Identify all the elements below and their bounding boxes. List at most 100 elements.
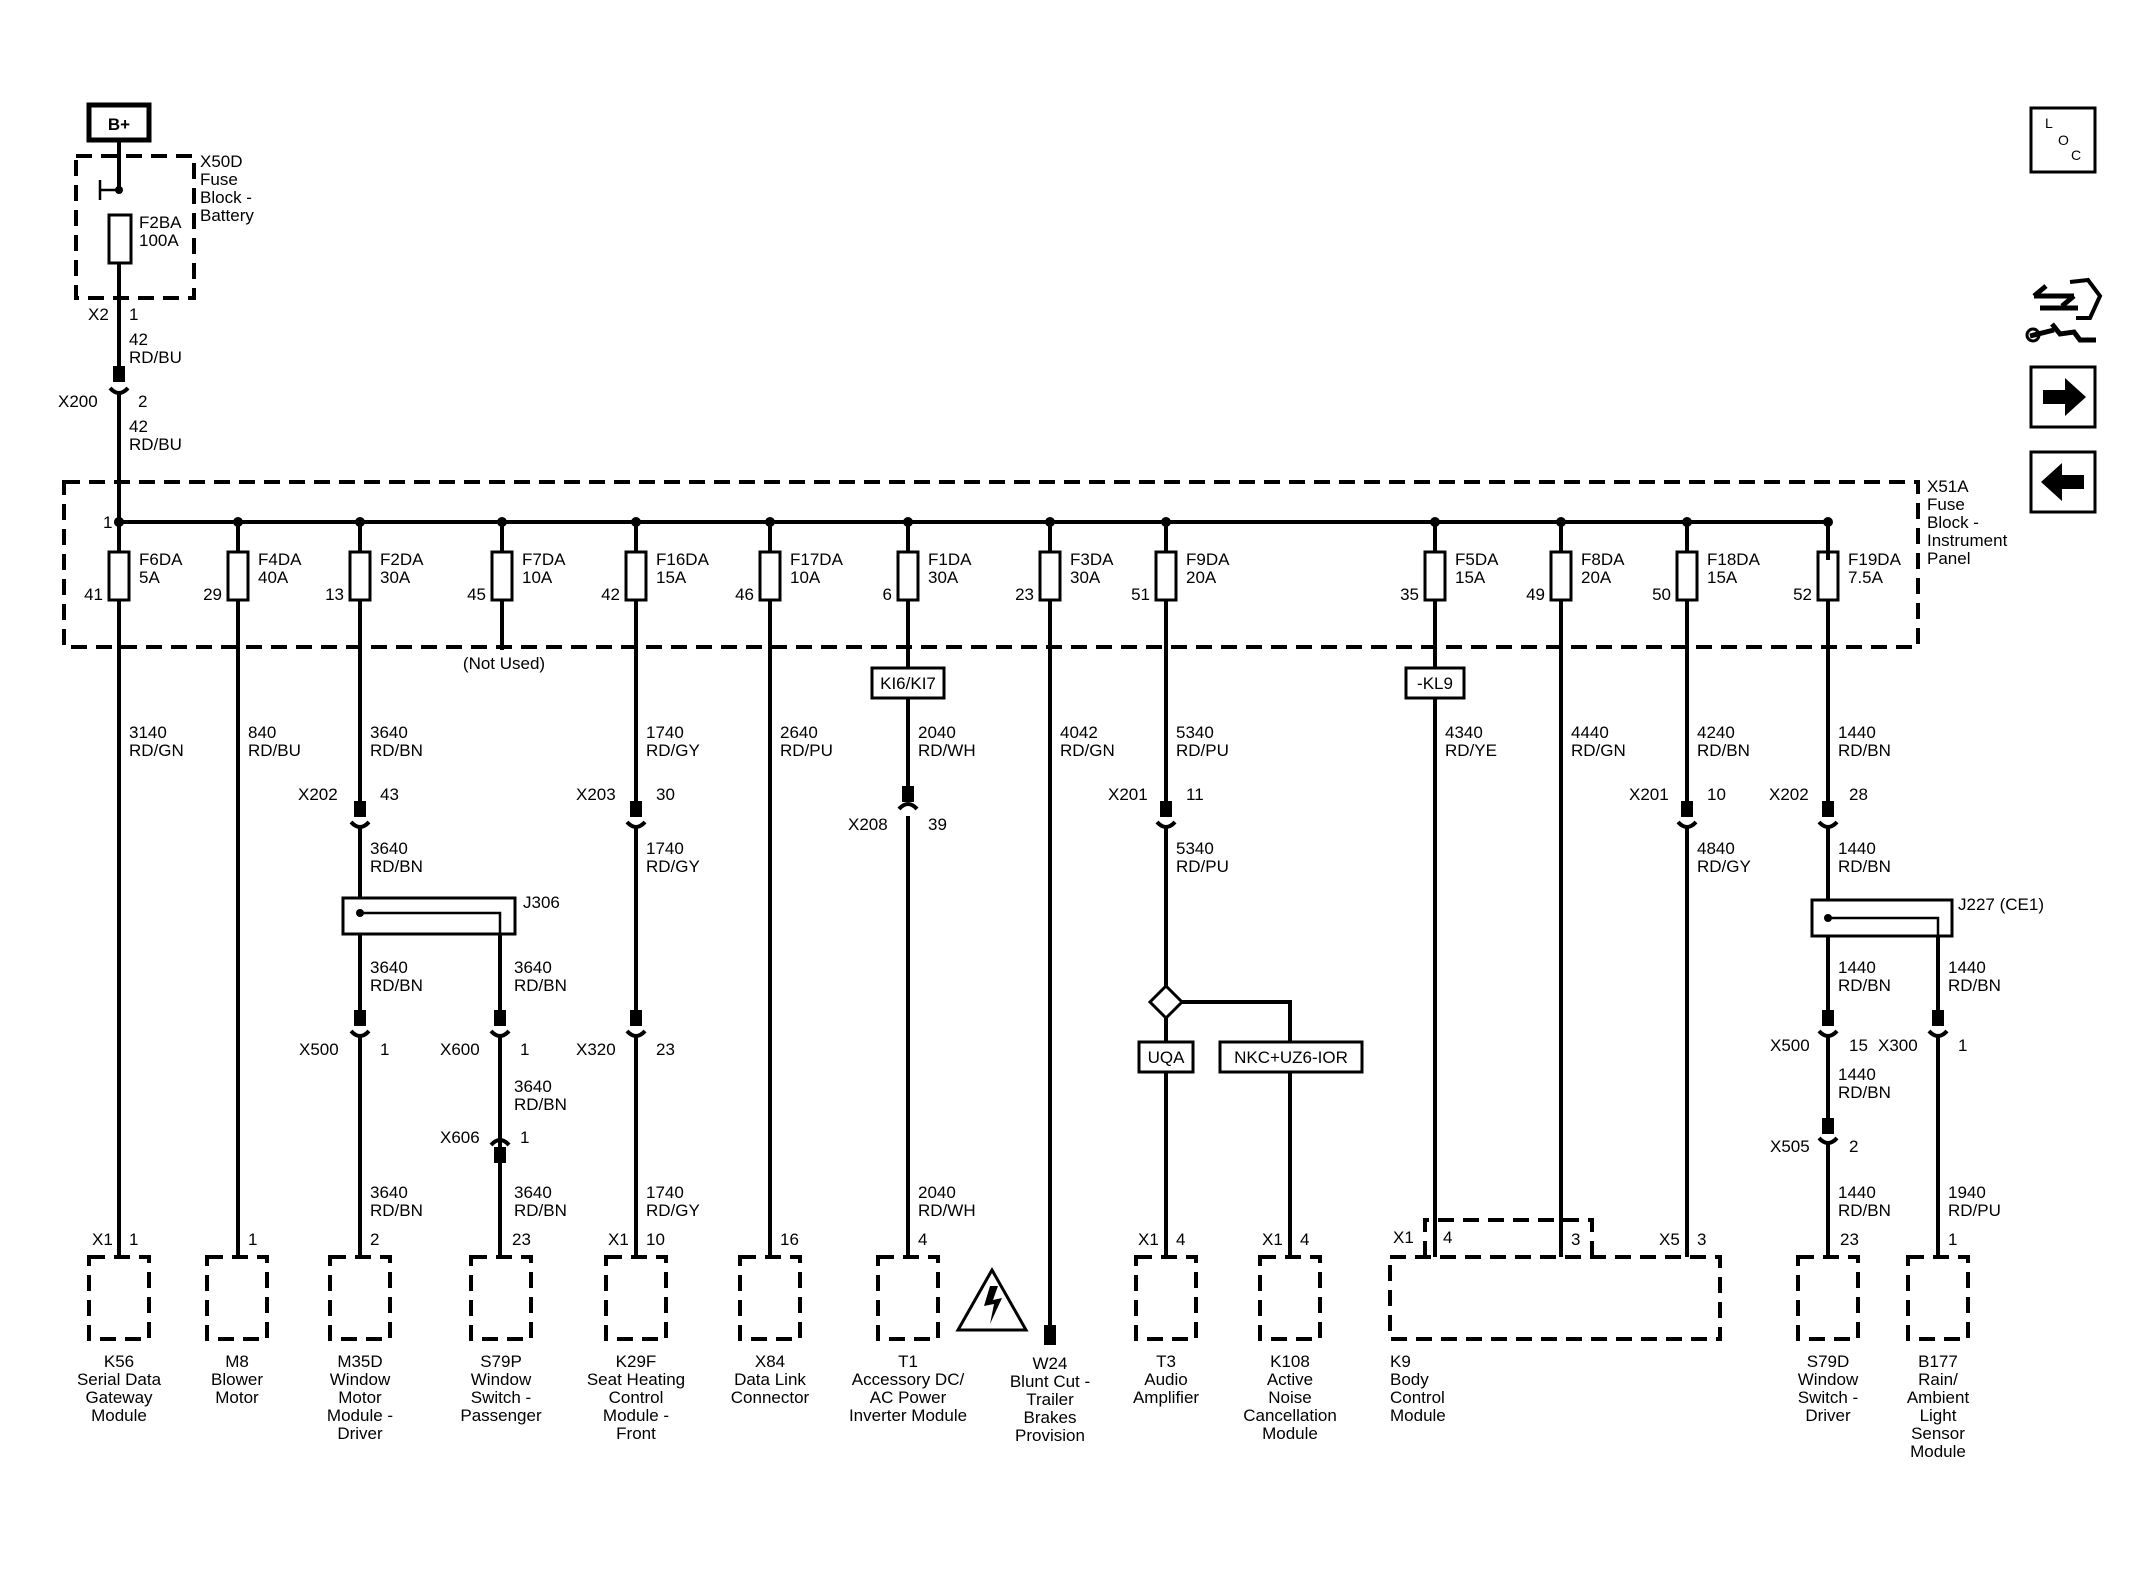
x505-label: X505 <box>1770 1137 1810 1156</box>
fuse-f2ba-rating: 100A <box>139 231 179 250</box>
x500-b-label: X500 <box>1770 1036 1810 1055</box>
x600-label: X600 <box>440 1040 480 1059</box>
x505-pin: 2 <box>1849 1137 1858 1156</box>
k9-x1-pin-label: 4 <box>1443 1228 1452 1247</box>
x202-a-label: X202 <box>298 785 338 804</box>
component-k9-box <box>1388 1255 1722 1341</box>
fuse-pin-label: 46 <box>735 585 754 604</box>
feed-wire2-color: RD/BU <box>129 435 182 454</box>
x202-b-pin: 28 <box>1849 785 1868 804</box>
svg-text:O: O <box>2058 132 2069 148</box>
component-s79p-box <box>469 1255 533 1341</box>
wrench-vehicle-icon[interactable] <box>2025 277 2103 343</box>
k9-x5-label: X5 <box>1659 1230 1680 1249</box>
fuse-rating-label: 15A <box>1707 568 1738 587</box>
k108-pin-label: 4 <box>1300 1230 1309 1249</box>
arrow-right-icon[interactable] <box>2029 365 2097 429</box>
x2-pin-label: 1 <box>129 305 138 324</box>
feed-wire2-gauge: 42 <box>129 417 148 436</box>
fuse-rating-label: 5A <box>139 568 160 587</box>
fuse-id-label: F17DA <box>790 550 844 569</box>
fuse-rating-label: 7.5A <box>1848 568 1884 587</box>
component-x84-box <box>738 1255 802 1341</box>
m35d-pin-label: 2 <box>370 1230 379 1249</box>
component-m8-box <box>205 1255 269 1341</box>
k9-x5-pin-label: 3 <box>1697 1230 1706 1249</box>
x202-b-label: X202 <box>1769 785 1809 804</box>
x600-pin: 1 <box>520 1040 529 1059</box>
arrow-left-icon[interactable] <box>2029 450 2097 514</box>
b177-pin-label: 1 <box>1948 1230 1957 1249</box>
s79d-pin-label: 23 <box>1840 1230 1859 1249</box>
m8-pin-label: 1 <box>248 1230 257 1249</box>
x320-label: X320 <box>576 1040 616 1059</box>
fuse-pin-label: 13 <box>325 585 344 604</box>
fuse-rating-label: 10A <box>522 568 553 587</box>
x500-a-pin: 1 <box>380 1040 389 1059</box>
k9-x1-label: X1 <box>1393 1228 1414 1247</box>
k108-connector-label: X1 <box>1262 1230 1283 1249</box>
fuse-rating-label: 10A <box>790 568 821 587</box>
x201-a-label: X201 <box>1108 785 1148 804</box>
x201-b-label: X201 <box>1629 785 1669 804</box>
k29f-pin-label: 10 <box>646 1230 665 1249</box>
x84-pin-label: 16 <box>780 1230 799 1249</box>
w24-blunt-cut-end <box>1044 1325 1056 1345</box>
fuse-pin-label: 51 <box>1131 585 1150 604</box>
fuse-f2ba-id: F2BA <box>139 213 182 232</box>
fuse-id-label: F5DA <box>1455 550 1499 569</box>
fuse-f2ba <box>107 213 133 265</box>
x606-pin: 1 <box>520 1128 529 1147</box>
fuse-rating-label: 30A <box>380 568 411 587</box>
option-ki-box <box>870 666 946 700</box>
x300-label: X300 <box>1878 1036 1918 1055</box>
loc-button[interactable]: L O C <box>2029 106 2097 174</box>
fuse-id-label: F4DA <box>258 550 302 569</box>
x208-pin: 39 <box>928 815 947 834</box>
x320-pin: 23 <box>656 1040 675 1059</box>
fuse-rating-label: 40A <box>258 568 289 587</box>
component-m35d-box <box>328 1255 392 1341</box>
svg-text:C: C <box>2071 147 2081 163</box>
x202-a-pin: 43 <box>380 785 399 804</box>
svg-text:L: L <box>2045 115 2053 131</box>
fuse-block-battery-label: X50D Fuse Block - Battery <box>200 152 257 225</box>
component-t3-box <box>1134 1255 1198 1341</box>
x203-label: X203 <box>576 785 616 804</box>
fuse-block-ip-label: X51A Fuse Block - Instrument Panel <box>1927 477 2012 568</box>
fuse-pin-label: 52 <box>1793 585 1812 604</box>
option-kl9-box <box>1404 666 1466 700</box>
fuse-rating-label: 30A <box>928 568 959 587</box>
fuse-id-label: F9DA <box>1186 550 1230 569</box>
